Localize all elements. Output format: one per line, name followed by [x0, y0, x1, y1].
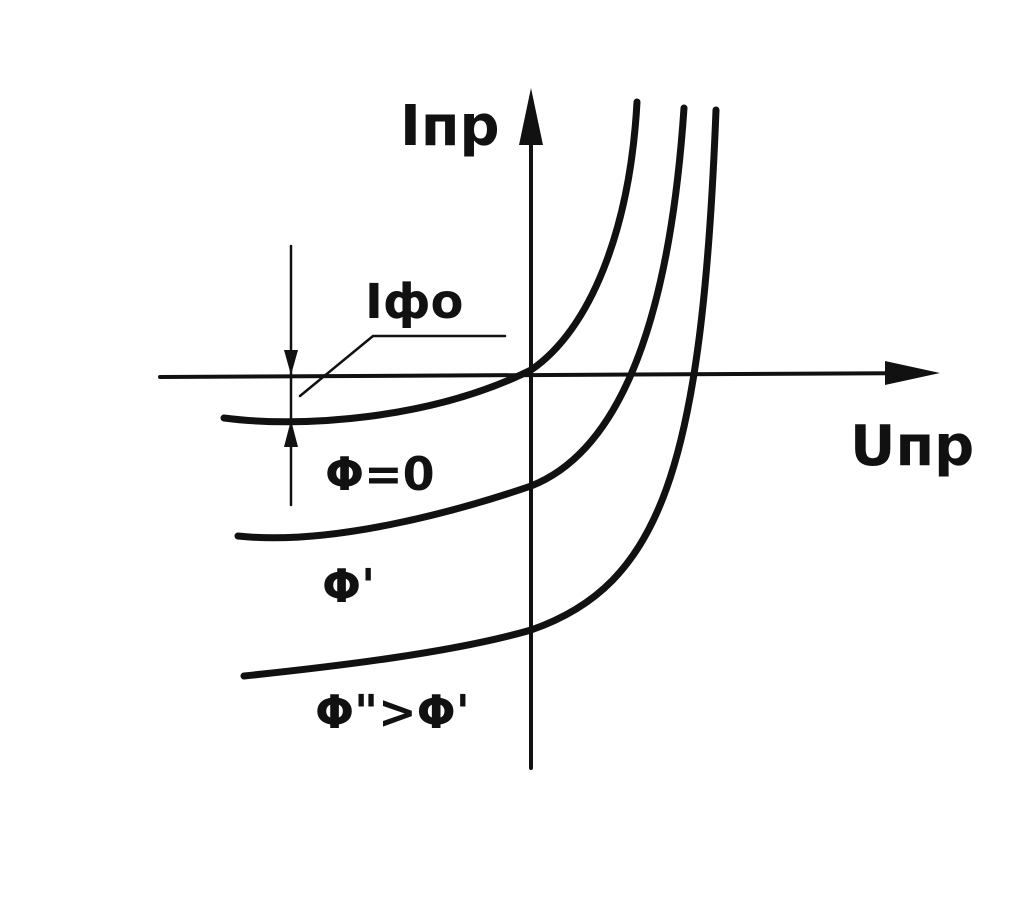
y-axis-arrowhead — [519, 88, 543, 145]
x-axis-arrowhead — [885, 361, 940, 385]
dim-arrow-down — [284, 350, 298, 375]
curve-label-phi-zero: Φ=0 — [325, 447, 435, 501]
leader-line — [298, 334, 507, 398]
curve-label-phi-double-prime: Φ">Φ' — [315, 685, 470, 739]
curve-phi-zero — [220, 98, 641, 426]
curve-label-phi-prime: Φ' — [322, 559, 375, 613]
dark-current-label: Iфо — [365, 274, 463, 330]
curve-phi-double-prime — [240, 106, 720, 680]
curve-phi-prime — [234, 104, 688, 542]
y-axis-label: Iпр — [400, 94, 500, 159]
x-axis — [158, 371, 932, 379]
dim-arrow-up — [284, 420, 298, 447]
x-axis-label: Uпр — [850, 414, 974, 479]
